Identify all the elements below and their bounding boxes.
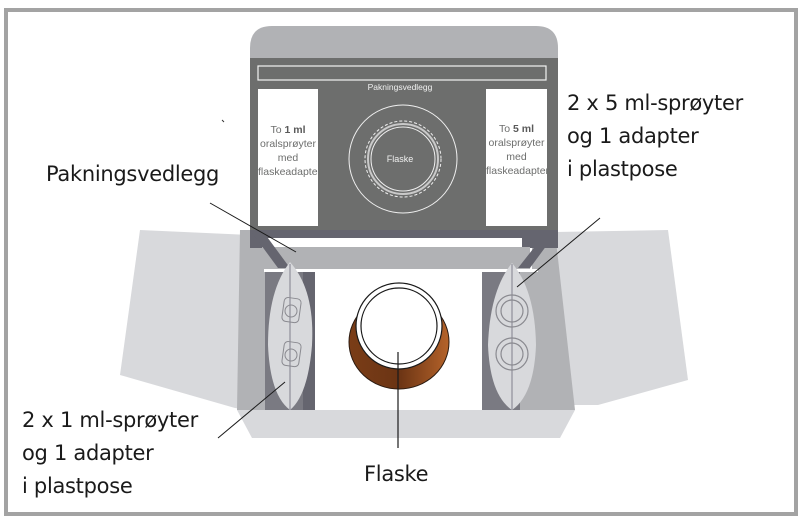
lid-card-right [486,89,547,226]
lid-bottle-dashed-ring [364,120,442,198]
right-flap [555,230,688,405]
leader-1ml [217,381,286,439]
callout-line: Flaske [364,462,429,486]
callout-leaflet: Pakningsvedlegg [46,158,219,191]
lid-card-left [258,89,318,226]
callout-line: i plastpose [22,474,133,498]
card-left-line: oralsprøyter [259,138,316,150]
callout-line: Pakningsvedlegg [46,162,220,186]
adapter-5ml-icon [495,294,529,371]
lid-bottle-ring [367,123,439,195]
leader-leaflet [209,202,297,253]
callout-line: og 1 adapter [22,441,154,465]
stray-mark [221,119,225,123]
card-right-line: oralsprøyter [488,137,545,149]
callout-syringes-1ml: 2 x 1 ml-sprøyter og 1 adapter i plastpo… [22,404,198,503]
card-right-line: med [506,151,527,163]
lid-bottle-inner-ring [370,126,436,192]
adapter-1ml-icon [281,297,302,368]
lid-banner [257,65,547,81]
card-left-line: flaskeadapter [258,166,322,178]
card-left-prefix: To [270,124,285,136]
box-corner-left [250,230,290,268]
callout-bottle: Flaske [364,458,429,491]
lid-bottle-label: Flaske [386,154,414,164]
lid-title: Pakningsvedlegg [367,82,433,92]
bottle-icon [348,282,450,390]
callout-line: og 1 adapter [567,124,699,148]
box-left-side [237,230,268,410]
card-right-volume: 5 ml [513,123,535,135]
box-front [237,410,575,438]
callout-line: 2 x 1 ml-sprøyter [22,408,198,432]
leaflet-shelf [262,247,530,269]
lid-bottle-outer-ring [348,104,458,214]
left-flap [120,230,250,410]
card-right-prefix: To [498,123,513,135]
lid-card-left-text: To 1 ml oralsprøyter med flaskeadapter [258,123,322,179]
lid-panel-top [250,48,558,58]
leader-5ml [516,217,601,288]
box-right-side [532,232,575,410]
card-left-line: med [277,152,299,164]
box-corner-right [518,230,558,268]
card-left-volume: 1 ml [284,124,306,136]
callout-syringes-5ml: 2 x 5 ml-sprøyter og 1 adapter i plastpo… [567,87,743,186]
leaflet [268,238,522,247]
callout-line: i plastpose [567,157,678,181]
lid-card-right-text: To 5 ml oralsprøyter med flaskeadapter [486,122,550,178]
card-right-line: flaskeadapter [486,165,550,177]
callout-line: 2 x 5 ml-sprøyter [567,91,743,115]
